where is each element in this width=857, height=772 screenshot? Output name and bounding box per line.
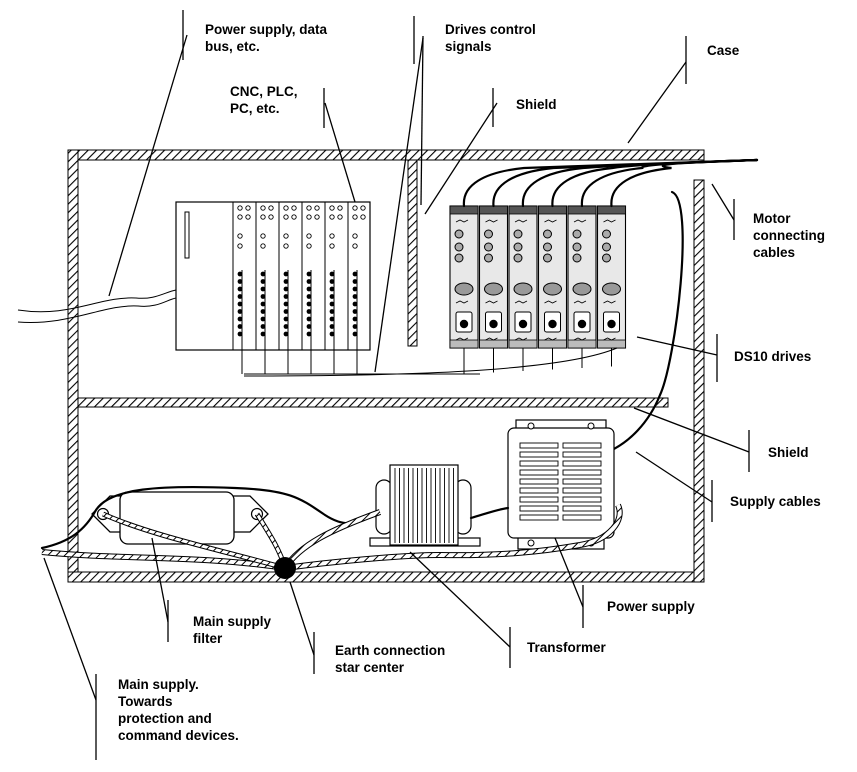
leader-lines — [43, 10, 750, 760]
ds10-drives — [449, 205, 627, 374]
label-shield-mid: Shield — [768, 445, 809, 460]
label-main-supply: Main supply. Towards protection and comm… — [118, 677, 239, 743]
control-signal-bus — [243, 347, 618, 377]
case-left-wall — [67, 149, 79, 583]
label-main-supply-filter: Main supply filter — [193, 614, 275, 646]
label-case: Case — [707, 43, 740, 58]
motor-cables — [462, 158, 759, 457]
case-top-wall — [67, 149, 705, 161]
shield-vertical — [407, 159, 418, 347]
io-terminal-strip — [306, 270, 312, 344]
label-power-supply-bus: Power supply, data bus, etc. — [205, 22, 331, 54]
io-terminal-strip — [283, 270, 289, 344]
labels: Power supply, data bus, etc. Drives cont… — [118, 22, 829, 743]
label-ds10-drives: DS10 drives — [734, 349, 811, 364]
label-motor-cables: Motor connecting cables — [753, 211, 829, 260]
power-supply-unit — [507, 419, 615, 550]
shield-horizontal — [77, 397, 669, 408]
io-terminal-strip — [352, 270, 358, 344]
supply-cables — [40, 485, 510, 550]
io-terminal-strip — [260, 270, 266, 344]
label-drives-control-signals: Drives control signals — [445, 22, 540, 54]
ds10-drive-module — [567, 205, 597, 349]
ds10-drive-module — [537, 205, 568, 349]
ds10-drive-module — [449, 205, 479, 349]
label-cnc-plc: CNC, PLC, PC, etc. — [230, 84, 301, 116]
transformer — [369, 464, 481, 547]
label-earth-star-center: Earth connection star center — [335, 643, 449, 675]
label-power-supply: Power supply — [607, 599, 695, 614]
earth-star-center — [274, 557, 296, 579]
ds10-drive-module — [508, 205, 538, 349]
case-walls — [67, 149, 705, 583]
ds10-drive-module — [596, 205, 627, 349]
label-supply-cables: Supply cables — [730, 494, 821, 509]
cnc-plc-rack — [175, 201, 371, 374]
io-terminal-strip — [237, 270, 243, 344]
io-terminal-strip — [329, 270, 335, 344]
case-right-wall-lower — [693, 179, 705, 583]
label-shield-top: Shield — [516, 97, 557, 112]
ds10-drive-module — [478, 205, 509, 349]
rack-input-cable — [17, 289, 177, 323]
case-bottom-wall — [67, 571, 705, 583]
label-transformer: Transformer — [527, 640, 607, 655]
